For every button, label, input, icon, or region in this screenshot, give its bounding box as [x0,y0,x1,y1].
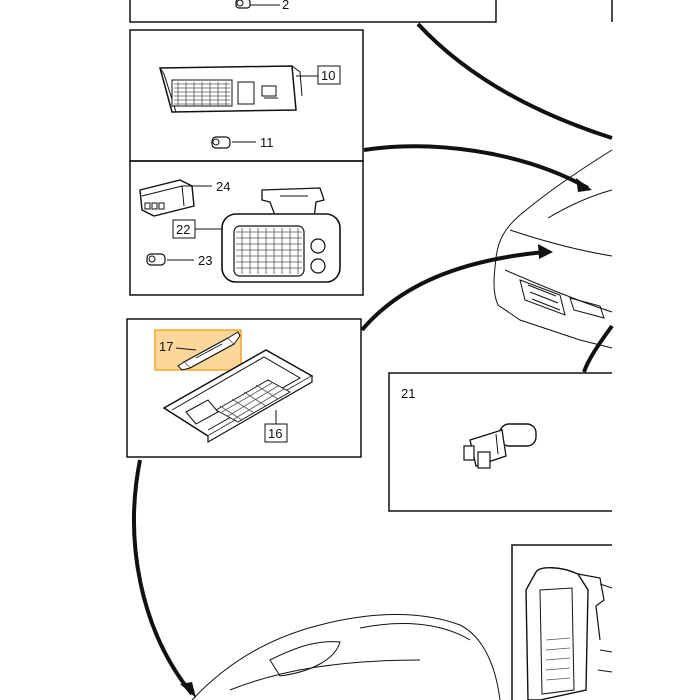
arrowhead-2 [538,244,553,259]
callout-23: 23 [198,253,212,268]
callout-10: 10 [321,68,335,83]
arrowhead-3 [180,682,196,698]
car-top-illustration [191,614,501,700]
box-part-21-frame [388,372,612,512]
box-part-10-11: 10 11 [129,29,364,162]
arc-right-lower [582,324,614,373]
arc-box10-to-car [363,144,589,190]
car-front-illustration [493,149,613,349]
callout-10-box [317,65,341,85]
connector-lines [132,22,614,698]
box-part-22-24: 24 22 23 [129,160,364,296]
switch-24-icon [139,179,195,217]
callout-24: 24 [216,179,230,194]
callout-16: 16 [268,426,282,441]
festoon-bulb-17-icon [177,331,241,371]
interior-lamp-16-icon [162,349,314,444]
callout-22: 22 [176,222,190,237]
rear-lamp-icon [525,567,613,700]
box-part-22-frame [129,160,364,296]
reading-lamp-22-icon [221,187,341,283]
box-part-2-frame [129,0,497,23]
box-lower-right-frame [511,544,612,700]
arc-left-down [132,459,194,696]
box-lower-right [511,544,613,700]
box-part-16-17: 17 16 [126,318,362,458]
bulb-2-icon [235,0,264,9]
arrowhead-1 [576,178,592,192]
bulb-socket-21-icon [463,423,537,469]
bulb-11-icon [211,136,231,149]
callout-16-box [264,423,288,443]
arc-top-right [416,22,613,140]
box-part-16-frame [126,318,362,458]
callout-21: 21 [401,386,415,401]
box-part-21: 21 [388,372,612,512]
callout-2: 2 [282,0,289,12]
arc-box16-to-car [360,250,546,332]
bulb-23-icon [146,253,166,266]
callout-11: 11 [260,135,274,150]
interior-lamp-10-icon [159,65,303,113]
box-part-2: 2 [129,0,497,23]
callout-22-box [172,219,196,239]
callout-17: 17 [159,339,173,354]
